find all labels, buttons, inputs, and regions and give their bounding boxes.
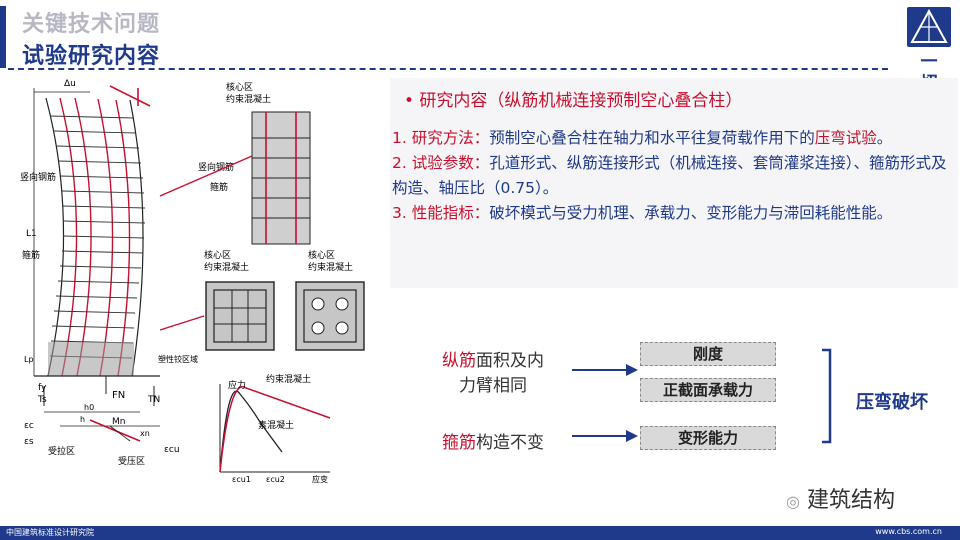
research-item-text: 试验 bbox=[845, 129, 877, 147]
ec-label: εc bbox=[24, 421, 34, 431]
core-elevation bbox=[251, 111, 311, 245]
research-item: 2. 试验参数：孔道形式、纵筋连接形式（机械连接、套筒灌浆连接）、箍筋形式及构造… bbox=[392, 151, 950, 201]
deformed-column bbox=[33, 85, 160, 377]
research-item-label: 2. 试验参数： bbox=[392, 154, 490, 172]
slide-title: 试验研究内容 bbox=[22, 44, 161, 69]
ecu1-label: εcu1 bbox=[232, 475, 251, 484]
cross-section-a bbox=[205, 281, 275, 351]
fy-label: fy bbox=[38, 383, 47, 393]
core-top-label: 核心区 bbox=[226, 81, 253, 93]
flow-arrows bbox=[572, 348, 832, 444]
confined-b-label: 约束混凝土 bbox=[308, 261, 353, 273]
ecu-label: εcu bbox=[164, 445, 180, 455]
core-b-label: 核心区 bbox=[308, 249, 335, 261]
compression-zone-label: 受压区 bbox=[118, 455, 145, 467]
wechat-icon: ◎ bbox=[786, 492, 800, 511]
stress-axis-label: 应力 bbox=[228, 379, 246, 391]
research-bullet: • 研究内容（纵筋机械连接预制空心叠合柱） bbox=[404, 91, 743, 111]
header-accent-bar bbox=[0, 6, 6, 68]
confined-top-label: 约束混凝土 bbox=[226, 93, 271, 105]
tension-zone-label: 受拉区 bbox=[48, 445, 75, 457]
confined-a-label: 约束混凝土 bbox=[204, 261, 249, 273]
research-item-text: 孔道形式、纵筋连接形式（机械连接、套筒灌浆连接）、箍筋形式及构造、轴压比（0.7… bbox=[392, 154, 947, 197]
footer-org: 中国建筑标准设计研究院 bbox=[6, 528, 94, 537]
footer-bar: 中国建筑标准设计研究院 www.cbs.com.cn bbox=[0, 526, 960, 540]
lp-label: Lp bbox=[24, 355, 34, 364]
confined-curve-label: 约束混凝土 bbox=[266, 373, 311, 385]
stirrup-label: 箍筋 bbox=[22, 249, 40, 261]
ecu2-label: εcu2 bbox=[266, 475, 285, 484]
research-item-text: 在轴力和水平往复荷载作用下的 bbox=[597, 129, 815, 147]
vertical-rebar-label: 竖向钢筋 bbox=[20, 171, 56, 183]
research-items: 1. 研究方法：预制空心叠合柱在轴力和水平往复荷载作用下的压弯试验。2. 试验参… bbox=[392, 126, 950, 226]
research-item: 1. 研究方法：预制空心叠合柱在轴力和水平往复荷载作用下的压弯试验。 bbox=[392, 126, 950, 151]
research-item-text: 压弯 bbox=[814, 129, 846, 147]
ts-label: Ts bbox=[37, 395, 47, 405]
research-item-label: 1. 研究方法： bbox=[392, 129, 490, 147]
research-item-label: 3. 性能指标： bbox=[392, 204, 490, 222]
xn-label: xn bbox=[140, 429, 150, 438]
cbs-logo-icon bbox=[907, 7, 951, 47]
stress-strain-sketch bbox=[219, 384, 331, 473]
h0-label: h0 bbox=[84, 403, 94, 412]
length-label: L1 bbox=[26, 229, 37, 239]
tn-label: TN bbox=[147, 395, 160, 405]
research-item: 3. 性能指标：破坏模式与受力机理、承载力、变形能力与滞回耗能性能。 bbox=[392, 201, 950, 226]
core-a-label: 核心区 bbox=[204, 249, 231, 261]
plastic-zone-label: 塑性铰区域 bbox=[158, 354, 198, 364]
force-section bbox=[43, 376, 160, 442]
h-label: h bbox=[80, 415, 85, 424]
content-panel bbox=[390, 78, 958, 288]
left-text-2: 箍筋构造不变 bbox=[442, 433, 544, 453]
stirrup2-label: 箍筋 bbox=[210, 181, 228, 193]
fn-label: FN bbox=[112, 390, 125, 401]
cross-section-b bbox=[295, 281, 365, 351]
footer-url: www.cbs.com.cn bbox=[875, 527, 942, 536]
outcome-deformation: 变形能力 bbox=[640, 426, 776, 450]
watermark: ◎ 建筑结构 bbox=[786, 488, 895, 513]
research-item-text: 预制空心叠合柱 bbox=[489, 129, 598, 147]
outcome-stiffness: 刚度 bbox=[640, 342, 776, 366]
outcome-capacity: 正截面承载力 bbox=[640, 378, 776, 402]
vert-rebar2-label: 竖向钢筋 bbox=[198, 161, 234, 173]
plain-curve-label: 素混凝土 bbox=[258, 419, 294, 431]
strain-axis-label: 应变 bbox=[312, 474, 328, 484]
title-divider bbox=[8, 68, 888, 70]
research-item-text: 。 bbox=[876, 129, 893, 147]
left-text-1: 纵筋面积及内 力臂相同 bbox=[442, 351, 544, 396]
delta-label: Δu bbox=[64, 79, 76, 89]
column-test-figure: Δu 竖向钢筋 箍筋 L1 Lp 塑性铰区域 fy Ts FN TN h0 h … bbox=[20, 79, 365, 484]
mn-label: Mn bbox=[112, 417, 125, 427]
research-item-text: 破坏模式与受力机理、承载力、变形能力与滞回耗能性能。 bbox=[489, 204, 893, 222]
eps-s-label: εs bbox=[24, 437, 34, 447]
section-title: 关键技术问题 bbox=[22, 12, 161, 37]
result-label: 压弯破坏 bbox=[856, 392, 928, 413]
